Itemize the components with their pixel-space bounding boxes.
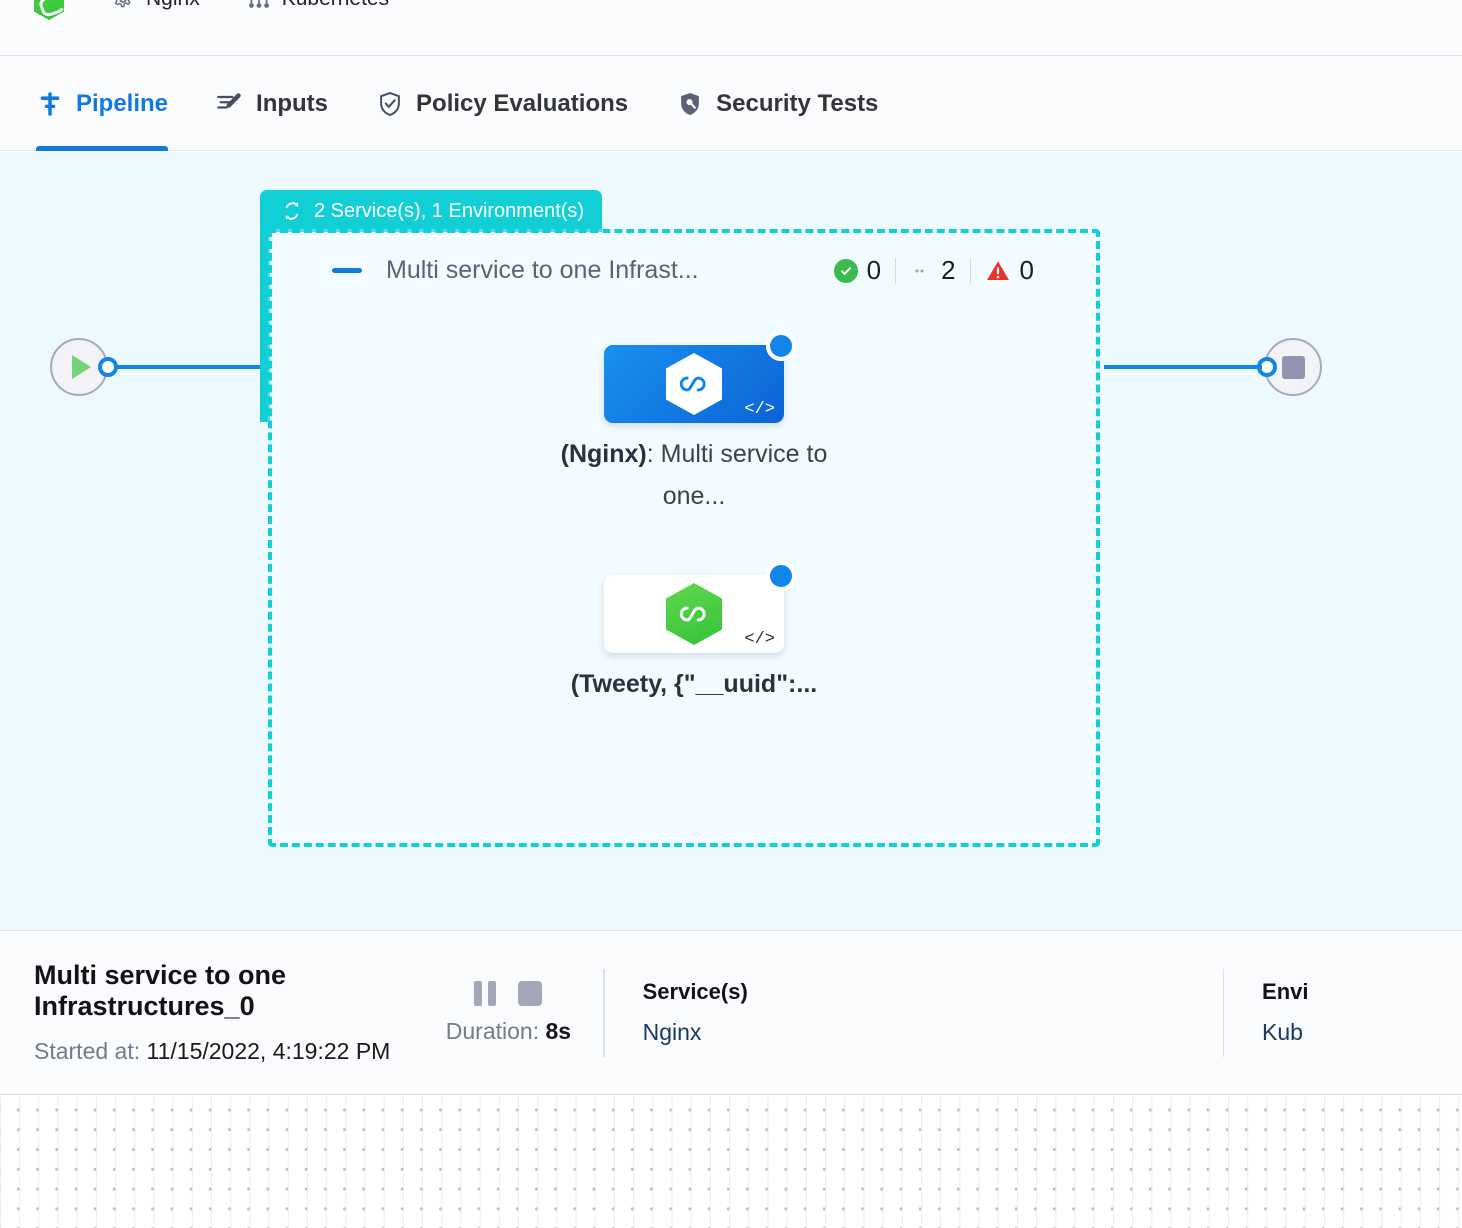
environments-column-title: Envi <box>1262 979 1309 1004</box>
pause-button[interactable] <box>474 980 497 1006</box>
background-dot-grid <box>0 1096 1462 1228</box>
breadcrumb-item-environment[interactable]: Kubernetes <box>246 0 389 12</box>
services-column-title: Service(s) <box>642 979 748 1004</box>
code-icon[interactable]: </> <box>744 630 775 649</box>
pipeline-node-nginx-label: (Nginx): Multi service to one... <box>549 433 839 517</box>
step-group-label-text: 2 Service(s), 1 Environment(s) <box>314 199 585 222</box>
pipeline-node-nginx[interactable]: </> <box>604 331 796 423</box>
services-column-value[interactable]: Nginx <box>642 1019 702 1045</box>
execution-duration-label: Duration: <box>445 1017 540 1044</box>
dots-icon <box>915 269 924 272</box>
wire-start-to-group <box>117 365 269 369</box>
end-node[interactable] <box>1264 338 1322 396</box>
breadcrumb-item-logo[interactable] <box>34 0 64 20</box>
pencil-lines-icon <box>217 92 241 109</box>
count-running: 2 <box>896 255 969 286</box>
breadcrumb-item-service[interactable]: Nginx <box>110 0 200 12</box>
play-icon <box>72 355 91 379</box>
step-group-label[interactable]: 2 Service(s), 1 Environment(s) <box>260 190 603 232</box>
gear-icon <box>114 0 131 8</box>
environments-column: Envi Kub <box>1262 979 1462 1046</box>
pipeline-node-tweety-label-bold: (Tweety, {"__uuid":... <box>570 670 818 698</box>
tab-inputs-label: Inputs <box>256 89 329 117</box>
start-node-port[interactable] <box>98 357 118 377</box>
count-success-value: 0 <box>866 255 882 285</box>
execution-started: Started at: 11/15/2022, 4:19:22 PM <box>34 1038 442 1065</box>
tab-security-tests[interactable]: Security Tests <box>676 57 878 151</box>
pipeline-icon <box>40 91 60 116</box>
tab-policy-evaluations-label: Policy Evaluations <box>416 89 629 117</box>
tab-pipeline-label: Pipeline <box>76 89 169 117</box>
count-running-value: 2 <box>941 255 956 285</box>
stop-button[interactable] <box>518 980 543 1006</box>
breadcrumb-service-label: Nginx <box>146 0 200 11</box>
hexagon-infinity-green-icon <box>666 583 722 645</box>
hexagon-infinity-white-icon <box>666 353 722 415</box>
infrastructure-icon <box>248 0 269 8</box>
pipeline-node-tweety[interactable]: </> <box>604 561 796 653</box>
breadcrumb: Nginx Kubernetes <box>0 0 1462 56</box>
running-badge <box>766 561 796 591</box>
count-success: 0 <box>820 255 895 286</box>
stop-icon <box>1281 355 1305 379</box>
running-spinner-badge <box>766 331 796 361</box>
execution-info-panel: Multi service to one Infrastructures_0 S… <box>0 930 1462 1095</box>
shield-scan-icon <box>681 92 699 115</box>
pipeline-node-tweety-label: (Tweety, {"__uuid":... <box>549 663 839 705</box>
execution-summary: Multi service to one Infrastructures_0 S… <box>34 960 442 1065</box>
tab-security-tests-label: Security Tests <box>716 89 879 117</box>
pipeline-node-nginx-label-rest: : Multi service to one... <box>646 440 828 510</box>
step-group-title: Multi service to one Infrast... <box>386 256 699 284</box>
divider <box>603 968 605 1057</box>
infinity-glyph-icon <box>679 606 706 622</box>
control-buttons <box>474 980 543 1006</box>
loop-repeat-icon <box>285 202 299 220</box>
step-group-counts: 0 2 <box>820 255 1048 286</box>
wire-group-to-end <box>1104 365 1262 369</box>
check-circle-icon <box>833 258 858 283</box>
step-group-header: Multi service to one Infrast... 0 <box>332 255 1048 286</box>
shield-check-icon <box>380 91 400 116</box>
execution-started-label: Started at: <box>34 1038 141 1064</box>
collapse-dash-icon[interactable] <box>332 268 362 273</box>
tab-pipeline[interactable]: Pipeline <box>36 57 169 151</box>
warning-triangle-icon <box>986 261 1009 280</box>
hexagon-green-logo-icon <box>34 0 64 20</box>
infinity-glyph-icon <box>679 376 706 392</box>
environments-column-value[interactable]: Kub <box>1262 1019 1303 1045</box>
tab-inputs[interactable]: Inputs <box>216 57 328 151</box>
execution-duration-value: 8s <box>545 1017 572 1044</box>
pipeline-node-nginx-label-bold: (Nginx) <box>560 440 647 468</box>
execution-controls: Duration: 8s <box>442 980 576 1045</box>
execution-duration: Duration: 8s <box>446 1018 571 1045</box>
count-error: 0 <box>971 255 1048 286</box>
execution-title: Multi service to one Infrastructures_0 <box>34 960 287 1021</box>
count-divider-2 <box>969 257 971 284</box>
tab-policy-evaluations[interactable]: Policy Evaluations <box>376 57 628 151</box>
pipeline-canvas[interactable]: 2 Service(s), 1 Environment(s) Multi ser… <box>0 152 1462 930</box>
execution-started-value: 11/15/2022, 4:19:22 PM <box>146 1038 391 1064</box>
count-divider-1 <box>895 257 897 284</box>
tab-bar: Pipeline Inputs Policy Evaluations Secur… <box>0 57 1462 151</box>
services-column: Service(s) Nginx <box>643 979 843 1046</box>
code-icon[interactable]: </> <box>744 400 775 419</box>
divider <box>1222 968 1225 1057</box>
breadcrumb-environment-label: Kubernetes <box>282 0 389 11</box>
count-error-value: 0 <box>1019 255 1034 285</box>
step-group-box: Multi service to one Infrast... 0 <box>268 229 1100 847</box>
step-group-left-bar <box>260 230 270 422</box>
